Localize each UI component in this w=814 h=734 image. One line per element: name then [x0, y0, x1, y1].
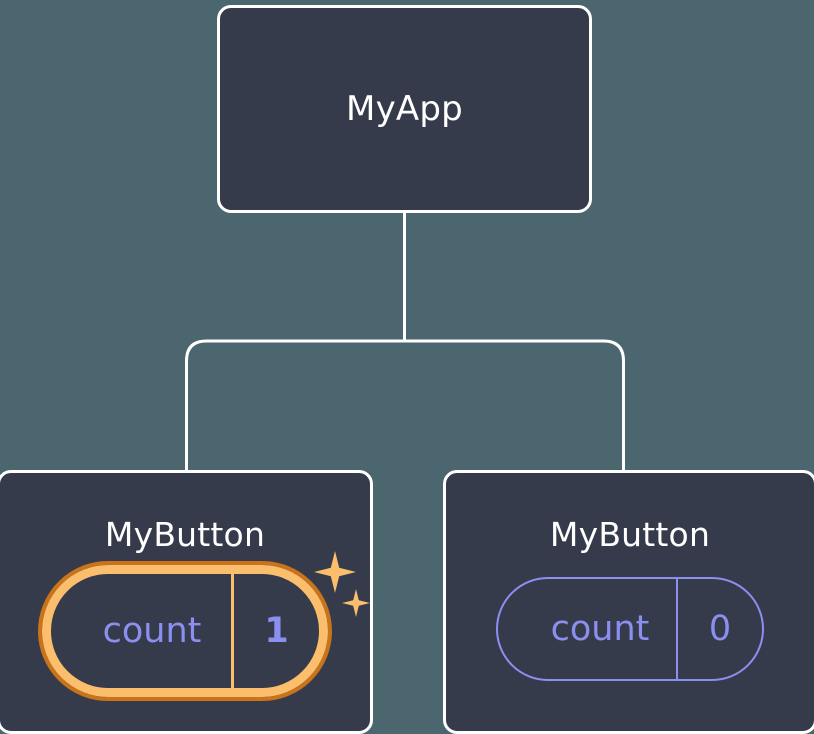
state-pill-right[interactable]: count 0 [496, 577, 764, 681]
state-value-left: 1 [231, 574, 319, 688]
state-key-left: count [102, 610, 202, 651]
state-pill-left[interactable]: count 1 [38, 561, 332, 701]
sparkle-small-icon [342, 589, 370, 617]
node-card-child-left[interactable]: MyButton count 1 [0, 470, 373, 734]
state-value-right: 0 [676, 579, 762, 679]
node-card-child-right[interactable]: MyButton count 0 [443, 470, 814, 734]
node-card-root[interactable]: MyApp [217, 5, 592, 213]
node-label-child-right: MyButton [549, 515, 711, 554]
state-key-right: count [550, 608, 650, 649]
node-label-root: MyApp [346, 89, 463, 129]
state-pill-wrap-right: count 0 [496, 577, 764, 681]
connector-branch-bus [185, 339, 625, 470]
node-label-child-left: MyButton [104, 515, 266, 554]
sparkle-large-icon [314, 551, 356, 593]
state-pill-wrap-left: count 1 [38, 551, 370, 701]
